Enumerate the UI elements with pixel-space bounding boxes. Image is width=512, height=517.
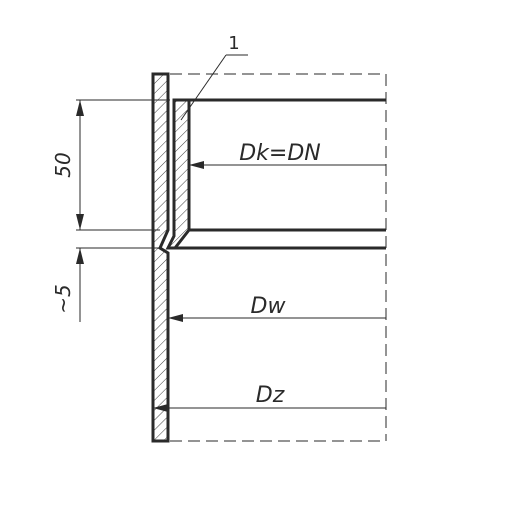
socket-wall	[151, 72, 170, 443]
arrowhead-down	[76, 214, 84, 230]
dw-label: Dw	[251, 294, 287, 319]
inner-pipe-wall	[165, 98, 191, 250]
arrowhead-up	[76, 100, 84, 116]
dw-arrowhead	[168, 314, 183, 322]
dk-label: Dk=DN	[239, 141, 321, 166]
dz-dimension: Dz	[153, 383, 386, 412]
reference-leader: 1	[180, 33, 248, 121]
leader-line	[180, 54, 227, 121]
reference-number: 1	[228, 33, 239, 54]
dimension-socket-depth: 50	[51, 99, 170, 249]
dk-dimension: Dk=DN	[189, 141, 386, 169]
dimension-label-50: 50	[51, 152, 75, 177]
dimension-label-5: ~5	[51, 284, 75, 313]
arrowhead-up-5	[76, 248, 84, 264]
dk-arrowhead	[189, 161, 204, 169]
inner-pipe-lines	[168, 98, 386, 250]
dimension-transition: ~5	[51, 248, 84, 322]
dz-arrowhead	[153, 404, 168, 412]
phantom-outline	[170, 73, 387, 442]
dw-dimension: Dw	[168, 294, 386, 322]
dz-label: Dz	[256, 383, 285, 408]
